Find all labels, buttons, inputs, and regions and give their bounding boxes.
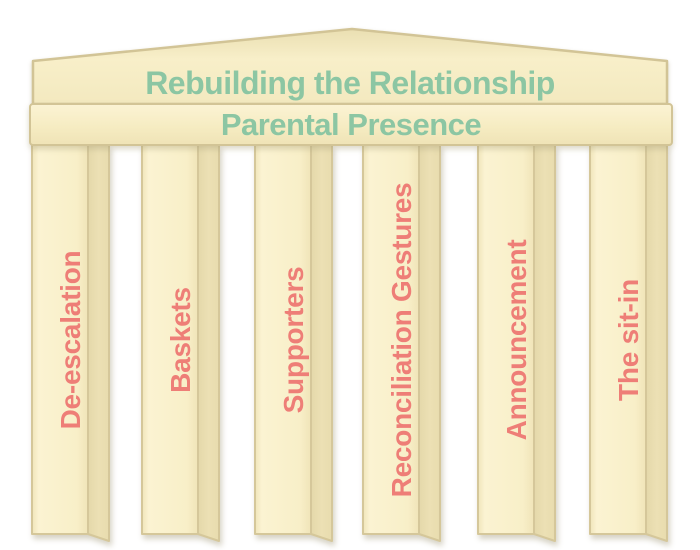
pillar-face-3 <box>254 144 312 535</box>
pillar-label-de-escalation: De-escalation <box>55 250 86 430</box>
pillar-face-1 <box>31 144 89 535</box>
pillar-label-baskets: Baskets <box>165 287 196 393</box>
pillar-shape-6 <box>589 144 668 542</box>
pillar-label-reconciliation-gestures: Reconciliation Gestures <box>386 182 417 498</box>
beam-shape <box>29 103 673 146</box>
pediment-title: Rebuilding the Relationship <box>145 64 555 101</box>
pillar-face-5 <box>477 144 535 535</box>
pillar-side-4 <box>418 144 441 542</box>
pillar-side-6 <box>645 144 668 542</box>
pillar-label-announcement: Announcement <box>501 239 532 441</box>
pillar-label-supporters: Supporters <box>278 266 309 414</box>
pillar-label-the-sit-in: The sit-in <box>613 279 644 401</box>
pillar-side-2 <box>197 144 220 542</box>
pillar-shape-1 <box>31 144 110 542</box>
pillar-face-6 <box>589 144 647 535</box>
pillar-shape-5 <box>477 144 556 542</box>
pillar-shape-3 <box>254 144 333 542</box>
pillar-face-4 <box>362 144 420 535</box>
pillar-side-5 <box>533 144 556 542</box>
pillar-side-3 <box>310 144 333 542</box>
pillar-side-1 <box>87 144 110 542</box>
beam-title: Parental Presence <box>220 106 482 142</box>
